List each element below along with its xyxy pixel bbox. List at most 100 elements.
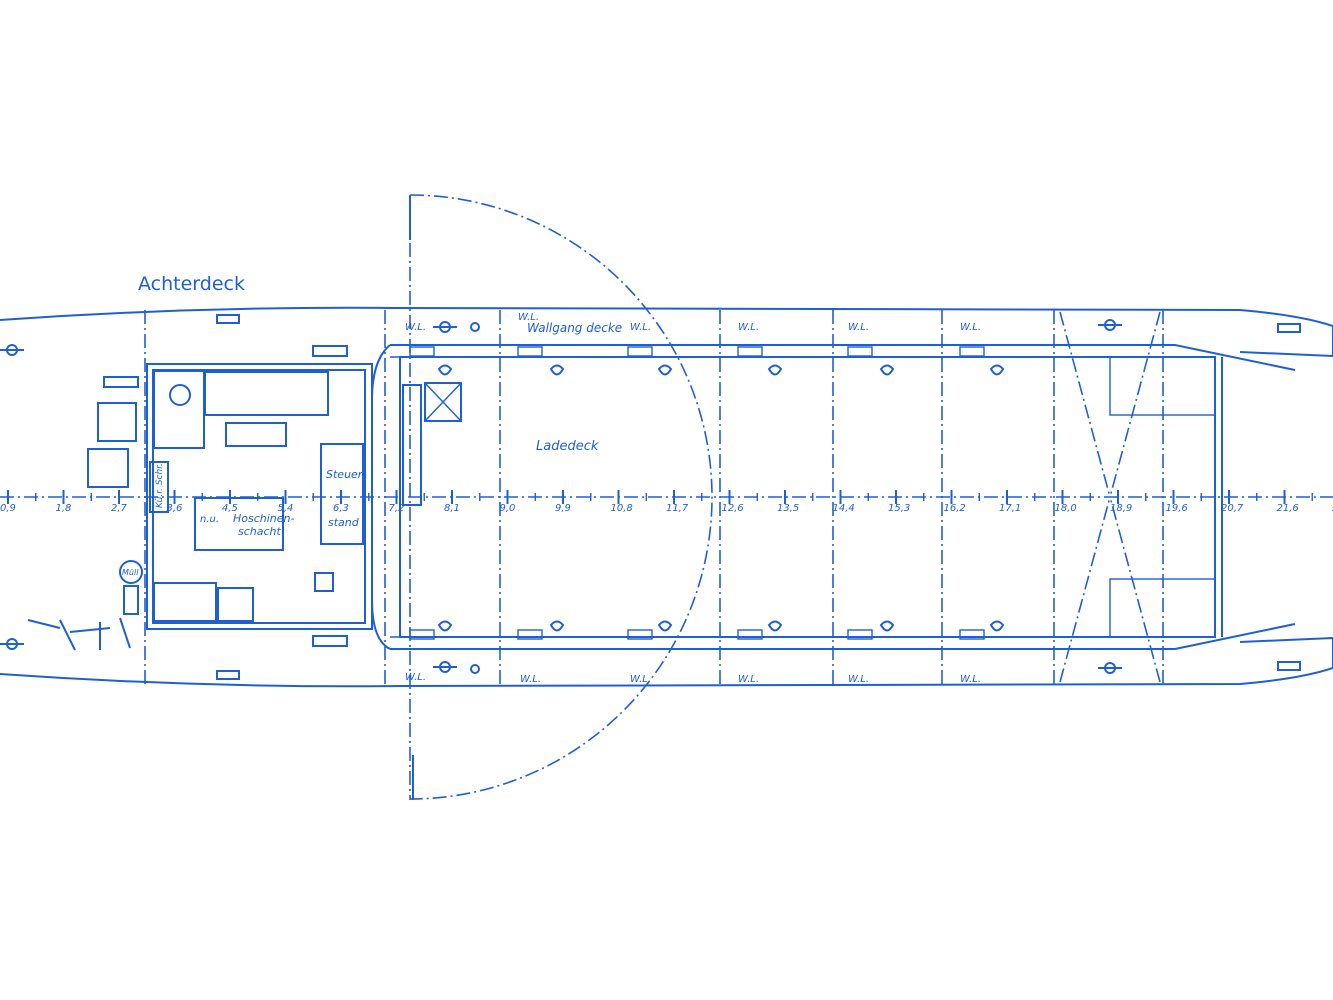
vent-icon — [1277, 661, 1301, 671]
cabin-bench — [204, 371, 329, 416]
frame-label: 20,7 — [1221, 503, 1244, 514]
engine-label-bottom: schacht — [238, 525, 282, 538]
waterline-label: W.L. — [520, 674, 541, 685]
deck-fitting — [847, 629, 873, 640]
frame-label: 11,7 — [666, 503, 689, 514]
deck-fitting — [409, 629, 435, 640]
cleat-icon — [767, 364, 783, 376]
waterline-label: W.L. — [738, 322, 759, 333]
cabinet — [149, 461, 169, 513]
cleat-icon — [989, 364, 1005, 376]
cabin-box — [153, 582, 217, 622]
hatch-marker — [312, 345, 348, 357]
deck-fitting — [627, 629, 653, 640]
wc-room — [153, 370, 205, 449]
hatch-marker — [123, 585, 139, 615]
frame-label: 15,3 — [888, 503, 910, 514]
frame-label: 0,9 — [0, 503, 16, 514]
frame-label: 9,0 — [500, 503, 516, 514]
deck-seat — [97, 402, 137, 442]
deck-seat — [87, 448, 129, 488]
diag-brace — [1109, 311, 1161, 498]
waterline-label: W.L. — [630, 322, 651, 333]
cleat-icon — [767, 620, 783, 632]
hatch-marker — [103, 376, 139, 388]
frame-label: 10,8 — [611, 503, 633, 514]
frame-label: 7,2 — [389, 503, 405, 514]
deck-fitting — [517, 346, 543, 357]
deck-fitting — [517, 629, 543, 640]
waterline-label: W.L. — [960, 322, 981, 333]
waterline-label: W.L. — [630, 674, 651, 685]
frame-label: 21,6 — [1277, 503, 1299, 514]
deck-fitting — [627, 346, 653, 357]
diag-brace — [1059, 311, 1111, 498]
cleat-icon — [989, 620, 1005, 632]
cargo-deck-label: Ladedeck — [536, 439, 599, 454]
waterline-label: W.L. — [405, 672, 426, 683]
helm-stand — [320, 443, 364, 545]
cleat-icon — [879, 620, 895, 632]
toilet — [169, 384, 191, 406]
crane-base-cross — [424, 382, 462, 422]
nu-label: n.u. — [200, 514, 219, 525]
side-deck-label: Wallgang decke — [527, 321, 622, 335]
waterline-label: W.L. — [405, 322, 426, 333]
cleat-icon — [549, 620, 565, 632]
hull-top-outer — [0, 306, 1333, 358]
cleat-icon — [657, 620, 673, 632]
anchor-winch — [27, 617, 131, 651]
crane-base — [424, 382, 462, 422]
vent-icon — [216, 314, 240, 324]
cabin-stove — [217, 587, 254, 622]
frame-label: 8,1 — [444, 503, 460, 514]
frame-label: 6,3 — [333, 503, 349, 514]
frame-label: 13,5 — [777, 503, 799, 514]
diag-brace — [1109, 496, 1161, 683]
hull-bottom-outer — [0, 636, 1333, 688]
frame-label: 18,0 — [1055, 503, 1077, 514]
cabinet-label: Kü.r. Schr. — [155, 463, 165, 508]
engine-label-top: Hoschinen- — [233, 512, 295, 525]
frame-label: 17,1 — [999, 503, 1021, 514]
deck-fitting — [959, 346, 985, 357]
deck-fitting — [847, 346, 873, 357]
cabin-table — [225, 422, 287, 447]
cleat-icon — [549, 364, 565, 376]
hatch-marker — [312, 635, 348, 647]
scupper-icon — [470, 322, 480, 332]
waterline-label: W.L. — [848, 322, 869, 333]
frame-label: 16,2 — [944, 503, 966, 514]
helm-label-bottom: stand — [328, 516, 360, 529]
diag-brace — [1059, 496, 1111, 683]
hull-top-inner — [390, 344, 1296, 371]
hull-bottom-inner — [390, 623, 1296, 650]
frame-label: 1,8 — [56, 503, 72, 514]
waste-label: Müll — [122, 568, 139, 577]
cabin-hatch — [314, 572, 334, 592]
frame-label: 18,9 — [1110, 503, 1132, 514]
deck-fitting — [959, 629, 985, 640]
vent-icon — [1277, 323, 1301, 333]
cargo-deck-outline — [399, 356, 1216, 638]
crane-arm — [402, 384, 422, 506]
swing-arc — [409, 194, 713, 800]
deck-fitting — [409, 346, 435, 357]
waterline-label: W.L. — [738, 674, 759, 685]
deck-fitting — [737, 346, 763, 357]
cleat-icon — [437, 620, 453, 632]
waterline-label: W.L. — [960, 674, 981, 685]
helm-label-top: Steuer- — [326, 468, 366, 481]
vent-icon — [216, 670, 240, 680]
deck-fitting — [737, 629, 763, 640]
waste-bin — [119, 560, 143, 584]
frame-label: 12,6 — [722, 503, 744, 514]
cleat-icon — [657, 364, 673, 376]
frame-label: 5,4 — [278, 503, 294, 514]
cleat-icon — [437, 364, 453, 376]
frame-label: 19,6 — [1166, 503, 1188, 514]
frame-label: 4,5 — [222, 503, 238, 514]
engine-shaft — [194, 497, 284, 551]
cleat-icon — [879, 364, 895, 376]
frame-label: 14,4 — [833, 503, 855, 514]
